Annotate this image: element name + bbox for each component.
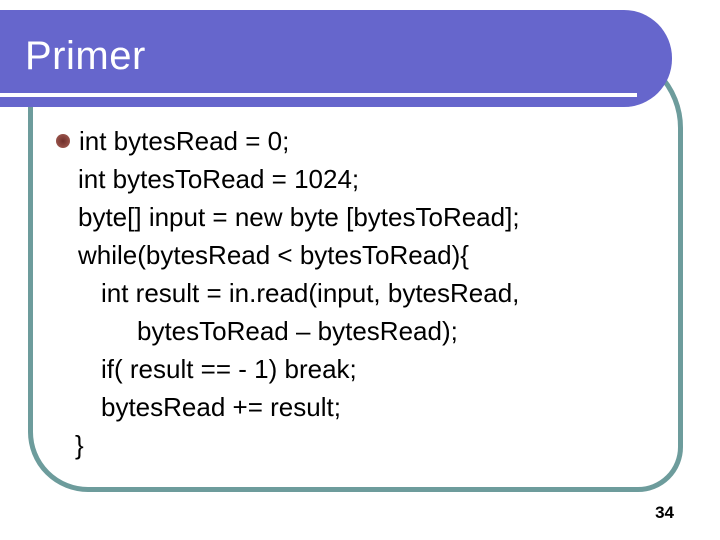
code-line: int bytesToRead = 1024; (78, 164, 360, 194)
code-line: bytesRead += result; (101, 392, 341, 422)
code-line: while(bytesRead < bytesToRead){ (78, 240, 469, 270)
code-line: byte[] input = new byte [bytesToRead]; (78, 202, 520, 232)
code-block: int bytesRead = 0; int bytesToRead = 102… (0, 122, 520, 464)
bullet-icon (56, 134, 70, 148)
page-title: Primer (25, 34, 146, 78)
code-line: } (75, 430, 84, 460)
code-line-text: int bytesRead = 0; (79, 126, 290, 156)
header-underline (0, 93, 637, 97)
code-line: int bytesRead = 0; (0, 122, 520, 160)
code-line: int result = in.read(input, bytesRead, (101, 278, 520, 308)
page-number: 34 (655, 503, 674, 522)
slide-header: Primer (0, 10, 672, 107)
code-line: bytesToRead – bytesRead); (137, 316, 458, 346)
code-line: if( result == - 1) break; (101, 354, 357, 384)
